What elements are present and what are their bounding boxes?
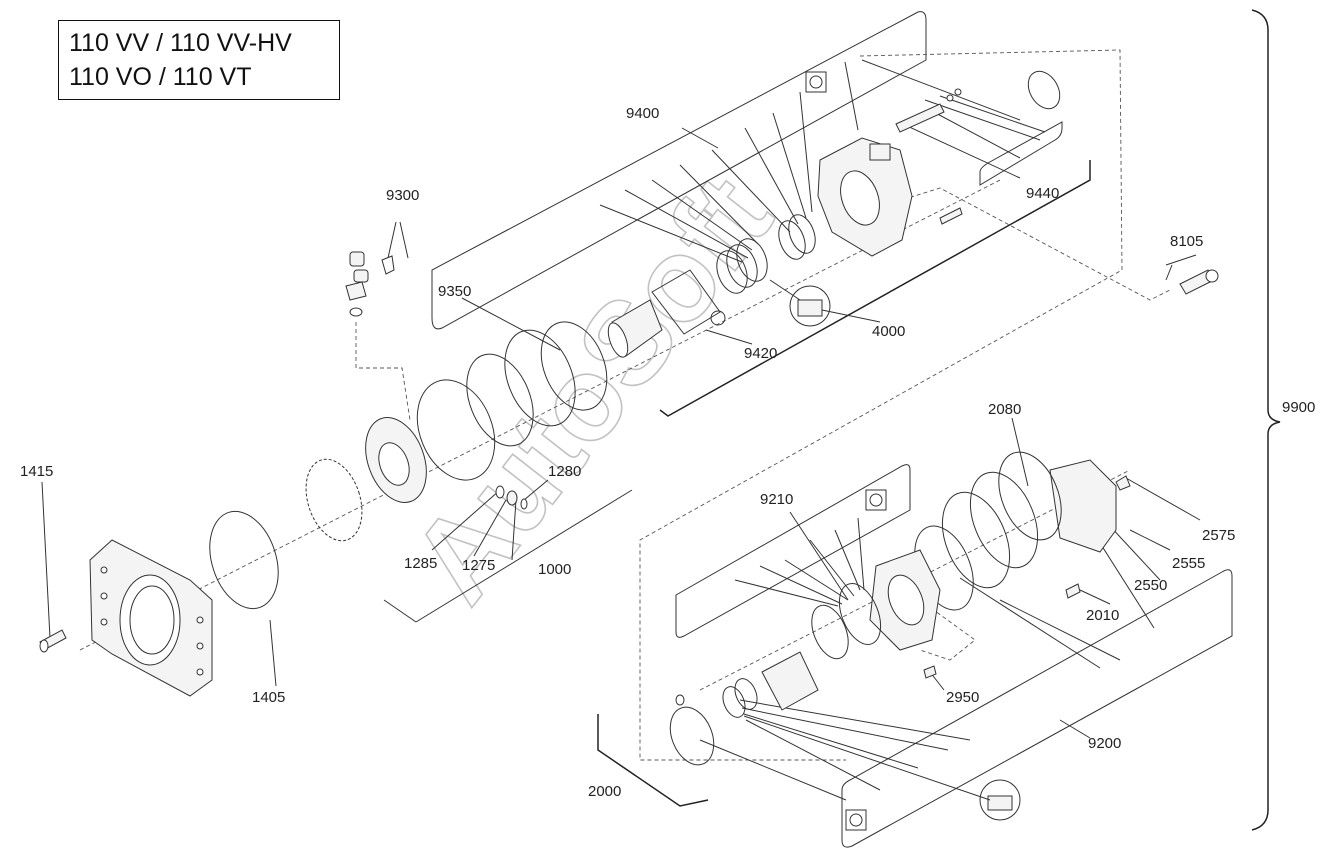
- label-2010: 2010: [1086, 607, 1119, 624]
- label-2550: 2550: [1134, 577, 1167, 594]
- label-8105: 8105: [1170, 233, 1203, 250]
- leader-lines-upper: [387, 59, 1197, 351]
- small-parts-1280: [495, 485, 528, 510]
- bearing-ring: [305, 458, 363, 542]
- label-2080: 2080: [988, 401, 1021, 418]
- label-1405: 1405: [252, 689, 285, 706]
- housing-1000: [365, 417, 427, 503]
- kit-panel-9200: [841, 569, 1233, 848]
- part-labels: 9400 9300 9350 9420 4000 9440 8105 9900 …: [20, 105, 1315, 800]
- label-9400: 9400: [626, 105, 659, 122]
- label-2575: 2575: [1202, 527, 1235, 544]
- label-2950: 2950: [946, 689, 979, 706]
- seal-kit-lower: [979, 779, 1021, 821]
- label-1275: 1275: [462, 557, 495, 574]
- label-9350: 9350: [438, 283, 471, 300]
- rings-9350: [416, 321, 608, 481]
- label-9900: 9900: [1282, 399, 1315, 416]
- assembly-brace: [1251, 9, 1281, 831]
- small-parts-9300: [345, 251, 395, 317]
- model-title-line-2: 110 VO / 110 VT: [69, 63, 252, 91]
- label-9420: 9420: [744, 345, 777, 362]
- label-9200: 9200: [1088, 735, 1121, 752]
- label-1285: 1285: [404, 555, 437, 572]
- label-2555: 2555: [1172, 555, 1205, 572]
- label-1415: 1415: [20, 463, 53, 480]
- o-ring-1405: [209, 510, 279, 610]
- spool-9420: [607, 269, 726, 358]
- label-1280: 1280: [548, 463, 581, 480]
- lower-assembly: [669, 451, 1131, 766]
- kit-panel-9210: [675, 464, 911, 638]
- pin-9440: [895, 88, 963, 225]
- label-9300: 9300: [386, 187, 419, 204]
- seal-kit-4000: [789, 285, 831, 327]
- kit-panel-9440: [979, 121, 1063, 186]
- o-ring-9440: [1027, 70, 1061, 110]
- model-title-line-1: 110 VV / 110 VV-HV: [69, 29, 292, 57]
- label-9440: 9440: [1026, 185, 1059, 202]
- kit-panel-9400: [431, 11, 1091, 417]
- label-1000: 1000: [538, 561, 571, 578]
- leader-lines-lower: [41, 417, 1201, 807]
- seal-rings-upper: [716, 214, 816, 294]
- label-4000: 4000: [872, 323, 905, 340]
- rear-cover: [817, 137, 913, 257]
- mounting-flange: [89, 539, 213, 697]
- watermark-text: AutoSoft: [386, 152, 797, 626]
- model-title-box: 110 VV / 110 VV-HV 110 VO / 110 VT: [58, 20, 340, 100]
- bolt-1415: [39, 629, 67, 653]
- label-2000: 2000: [588, 783, 621, 800]
- label-9210: 9210: [760, 491, 793, 508]
- fitting-8105: [1179, 269, 1219, 295]
